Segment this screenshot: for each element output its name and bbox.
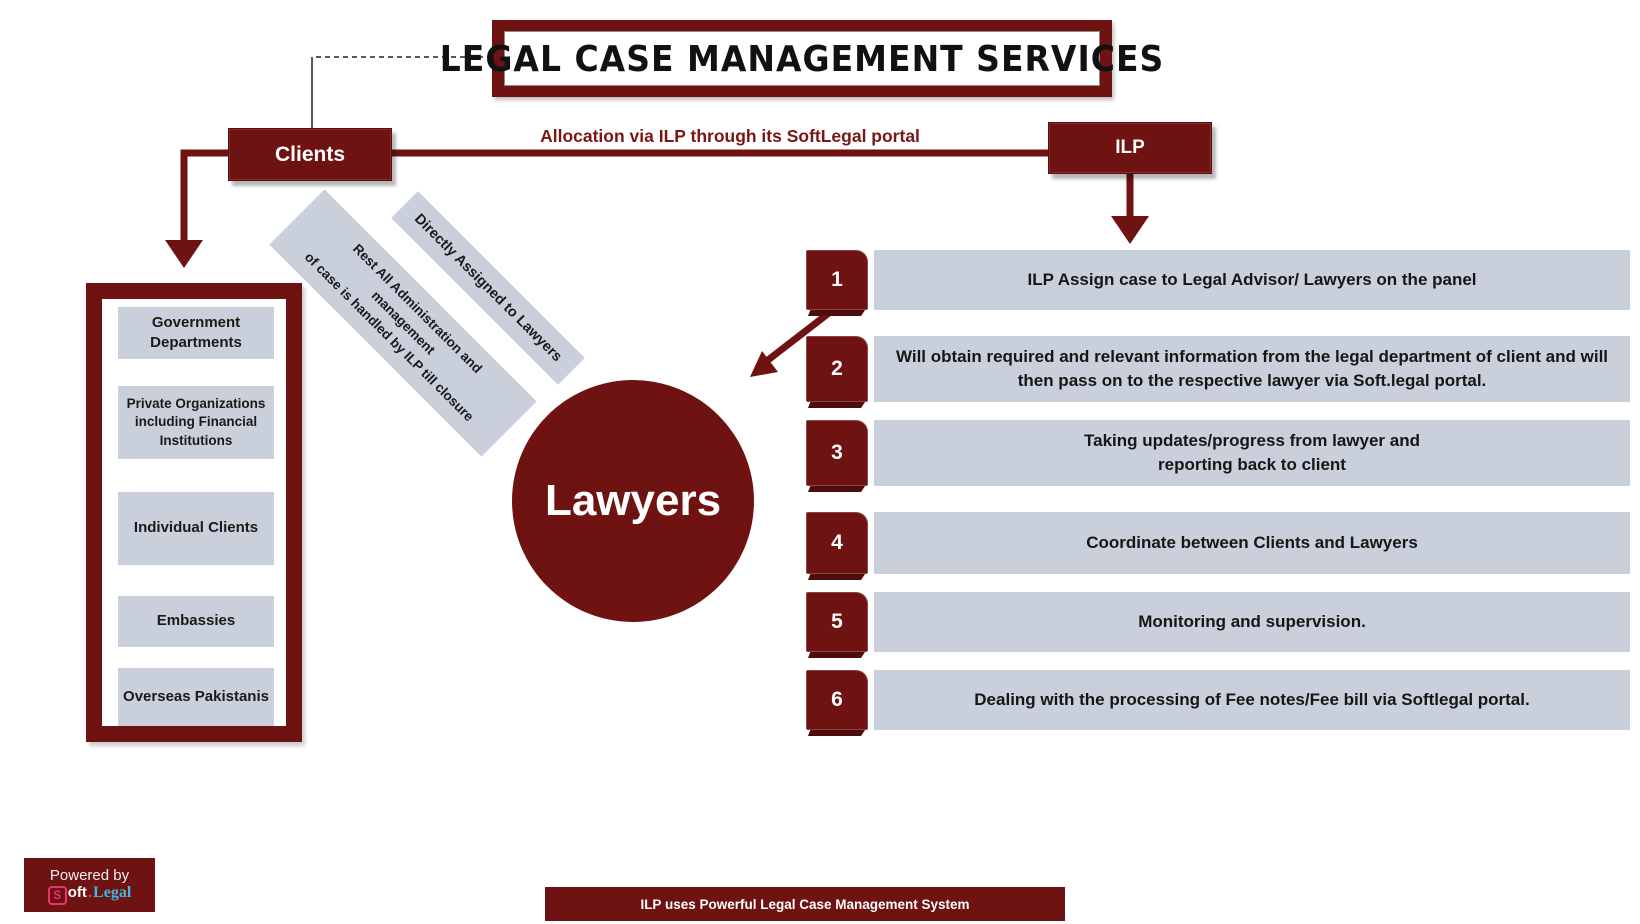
- step-number-badge: 5: [806, 592, 868, 652]
- lawyers-node-label: Lawyers: [544, 476, 722, 525]
- bottom-banner: ILP uses Powerful Legal Case Management …: [545, 887, 1065, 921]
- softlegal-wordmark: S oft . Legal: [47, 884, 132, 905]
- ilp-node-label: ILP: [1115, 137, 1145, 158]
- softlegal-legal-text: Legal: [93, 884, 132, 901]
- step1-lawyers-arrowhead: [750, 351, 778, 377]
- step-text: Dealing with the processing of Fee notes…: [874, 670, 1630, 730]
- step-number-badge: 1: [806, 250, 868, 310]
- softlegal-s-icon: S: [47, 885, 67, 905]
- clients-node-label: Clients: [274, 142, 345, 166]
- powered-by-label: Powered by: [49, 866, 130, 884]
- client-type-individual-clients: Individual Clients: [118, 492, 274, 565]
- step-text: ILP Assign case to Legal Advisor/ Lawyer…: [874, 250, 1630, 310]
- title-banner: LEGAL CASE MANAGEMENT SERVICES: [440, 20, 1163, 97]
- step-number-badge: 3: [806, 420, 868, 486]
- lawyers-node: Lawyers: [512, 380, 754, 622]
- softlegal-oft-text: oft: [67, 884, 87, 901]
- clients-node: Clients: [228, 128, 392, 181]
- step-text: Will obtain required and relevant inform…: [874, 336, 1630, 402]
- step-row: 1 ILP Assign case to Legal Advisor/ Lawy…: [806, 250, 1630, 310]
- step-number-badge: 6: [806, 670, 868, 730]
- softlegal-logo: Powered by S oft . Legal: [24, 858, 155, 912]
- client-type-embassies: Embassies: [118, 596, 274, 647]
- client-type-private-organizations: Private Organizations including Financia…: [118, 386, 274, 459]
- step-row: 6 Dealing with the processing of Fee not…: [806, 670, 1630, 730]
- step-number-badge: 4: [806, 512, 868, 574]
- ilp-node: ILP: [1048, 122, 1212, 174]
- ilp-down-arrowhead: [1111, 216, 1149, 244]
- step-row: 3 Taking updates/progress from lawyer an…: [806, 420, 1630, 486]
- client-type-government-departments: Government Departments: [118, 307, 274, 359]
- clients-sidebar-arrow-line: [180, 149, 228, 242]
- title-inner-frame: LEGAL CASE MANAGEMENT SERVICES: [440, 31, 1163, 86]
- step-text: Monitoring and supervision.: [874, 592, 1630, 652]
- softlegal-dot-text: .: [87, 884, 93, 901]
- step-text: Coordinate between Clients and Lawyers: [874, 512, 1630, 574]
- step-text: Taking updates/progress from lawyer and …: [874, 420, 1630, 486]
- clients-sidebar-arrowhead: [165, 240, 203, 268]
- step-row: 2 Will obtain required and relevant info…: [806, 336, 1630, 402]
- step-row: 4 Coordinate between Clients and Lawyers: [806, 512, 1630, 574]
- allocation-label: Allocation via ILP through its SoftLegal…: [540, 126, 920, 146]
- step-row: 5 Monitoring and supervision.: [806, 592, 1630, 652]
- step-number-badge: 2: [806, 336, 868, 402]
- page-title: LEGAL CASE MANAGEMENT SERVICES: [439, 37, 1165, 80]
- client-type-overseas-pakistanis: Overseas Pakistanis: [118, 668, 274, 726]
